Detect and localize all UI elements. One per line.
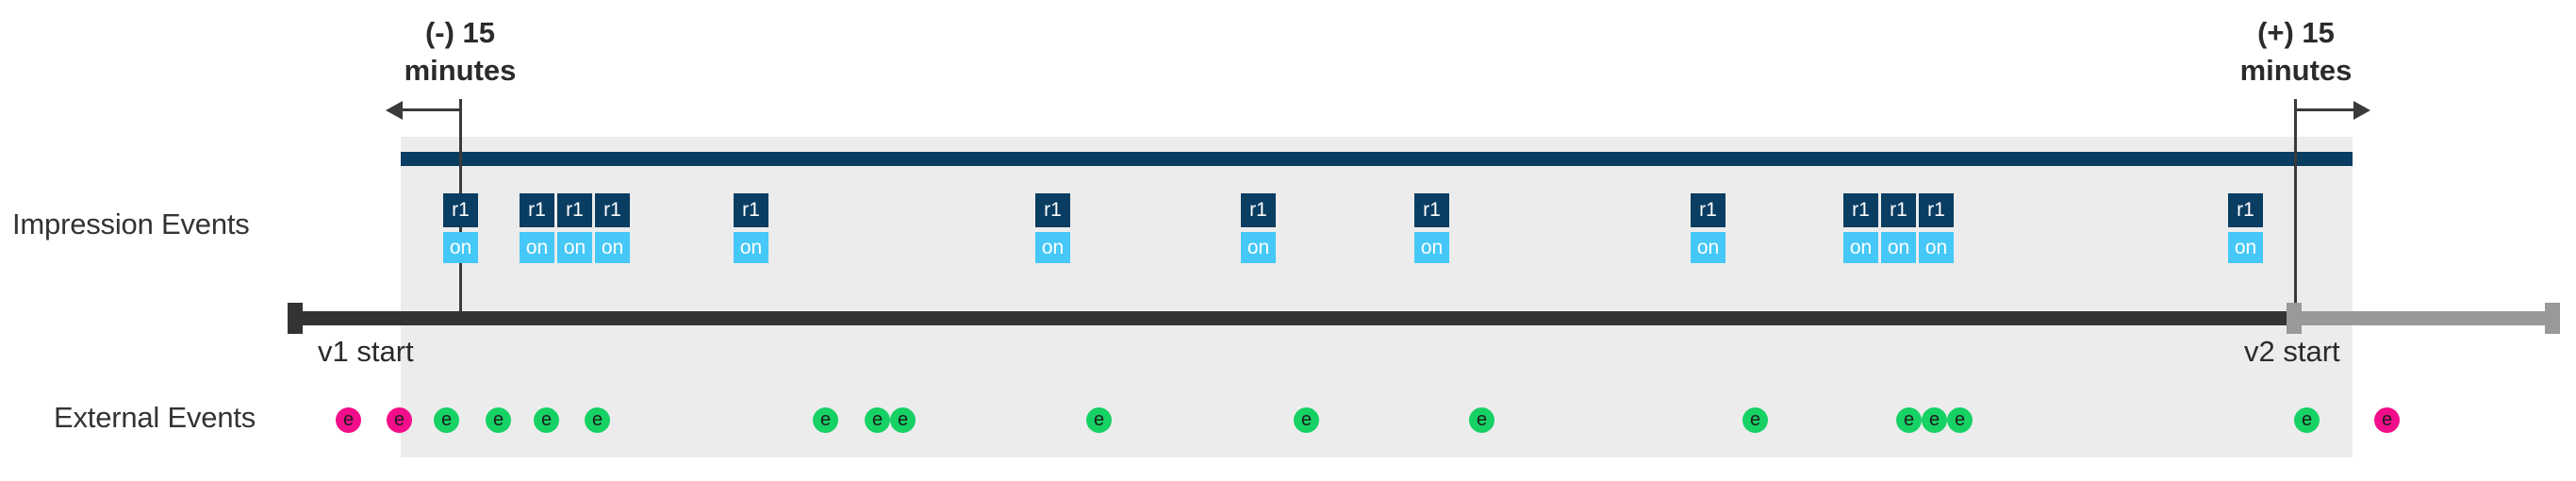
impression-state-badge: on: [1843, 232, 1878, 263]
impression-state-badge: on: [1241, 232, 1276, 263]
timeline-v1-caption: v1 start: [318, 335, 414, 368]
external-event-dot[interactable]: e: [1896, 407, 1922, 433]
arrow-left-icon: [386, 101, 403, 120]
impression-ruleset-badge: r1: [1881, 193, 1916, 227]
impression-state-badge: on: [520, 232, 554, 263]
impression-state-badge: on: [1414, 232, 1449, 263]
plus-15-minutes-annotation: (+) 15 minutes: [2188, 14, 2404, 89]
impression-ruleset-badge: r1: [734, 193, 768, 227]
external-event-dot[interactable]: e: [1742, 407, 1768, 433]
impression-state-badge: on: [557, 232, 592, 263]
impression-ruleset-badge: r1: [595, 193, 630, 227]
arrow-right-icon: [2353, 101, 2370, 120]
minus-15-arrow: [386, 99, 461, 120]
external-event-dot[interactable]: e: [486, 407, 511, 433]
minus-15-line1: (-) 15: [424, 16, 496, 49]
external-event-dot[interactable]: e: [813, 407, 838, 433]
impression-state-badge: on: [1035, 232, 1070, 263]
impression-state-badge: on: [595, 232, 630, 263]
plus-15-marker-line: [2294, 99, 2297, 321]
external-event-dot[interactable]: e: [1469, 407, 1494, 433]
impression-event[interactable]: r1 on: [557, 193, 592, 263]
plus-15-arrow: [2295, 99, 2370, 120]
timeline-v2-caption: v2 start: [2244, 335, 2340, 368]
impression-event[interactable]: r1 on: [595, 193, 630, 263]
impression-ruleset-badge: r1: [2228, 193, 2263, 227]
external-event-dot[interactable]: e: [890, 407, 916, 433]
plus-15-line1: (+) 15: [2257, 16, 2335, 49]
timeline-v1: [288, 303, 2302, 334]
impression-event[interactable]: r1 on: [1414, 193, 1449, 263]
external-event-dot[interactable]: e: [2374, 407, 2400, 433]
external-event-dot[interactable]: e: [534, 407, 559, 433]
impression-state-badge: on: [1919, 232, 1954, 263]
external-event-dot[interactable]: e: [1947, 407, 1973, 433]
impression-ruleset-badge: r1: [1414, 193, 1449, 227]
impression-ruleset-badge: r1: [1241, 193, 1276, 227]
impression-ruleset-badge: r1: [1919, 193, 1954, 227]
external-event-dot[interactable]: e: [2294, 407, 2320, 433]
plus-15-line2: minutes: [2239, 53, 2353, 87]
external-events-row-label: External Events: [54, 401, 256, 434]
impression-event[interactable]: r1 on: [1881, 193, 1916, 263]
timeline-v2-start-cap: [2287, 303, 2302, 334]
impression-event[interactable]: r1 on: [1035, 193, 1070, 263]
external-event-dot[interactable]: e: [1294, 407, 1319, 433]
impression-state-badge: on: [1881, 232, 1916, 263]
impression-ruleset-badge: r1: [1691, 193, 1726, 227]
external-event-dot[interactable]: e: [585, 407, 610, 433]
timeline-v1-bar: [288, 311, 2302, 325]
impression-event[interactable]: r1 on: [2228, 193, 2263, 263]
timeline-v2: [2287, 303, 2560, 334]
impression-event[interactable]: r1 on: [1919, 193, 1954, 263]
external-event-dot[interactable]: e: [1922, 407, 1947, 433]
impression-ruleset-badge: r1: [557, 193, 592, 227]
impression-event[interactable]: r1 on: [1691, 193, 1726, 263]
external-event-dot[interactable]: e: [434, 407, 459, 433]
impression-event[interactable]: r1 on: [1843, 193, 1878, 263]
impression-ruleset-badge: r1: [1843, 193, 1878, 227]
minus-15-minutes-annotation: (-) 15 minutes: [352, 14, 569, 89]
minus-15-line2: minutes: [404, 53, 517, 87]
impression-event[interactable]: r1 on: [1241, 193, 1276, 263]
external-event-dot[interactable]: e: [387, 407, 412, 433]
impression-state-badge: on: [2228, 232, 2263, 263]
attribution-window-panel: [401, 137, 2353, 457]
impression-state-badge: on: [734, 232, 768, 263]
timeline-v2-end-cap: [2545, 303, 2560, 334]
arrow-shaft: [400, 108, 461, 111]
impression-events-row-label: Impression Events: [12, 207, 250, 240]
impression-event[interactable]: r1 on: [734, 193, 768, 263]
impression-ruleset-badge: r1: [520, 193, 554, 227]
impression-state-badge: on: [1691, 232, 1726, 263]
external-event-dot[interactable]: e: [1086, 407, 1112, 433]
timeline-v2-bar: [2287, 311, 2560, 325]
impression-event[interactable]: r1 on: [443, 193, 478, 263]
impression-state-badge: on: [443, 232, 478, 263]
impression-ruleset-badge: r1: [443, 193, 478, 227]
impression-ruleset-badge: r1: [1035, 193, 1070, 227]
external-event-dot[interactable]: e: [336, 407, 361, 433]
external-event-dot[interactable]: e: [865, 407, 890, 433]
timeline-v1-start-cap: [288, 303, 303, 334]
impression-event[interactable]: r1 on: [520, 193, 554, 263]
arrow-shaft: [2295, 108, 2356, 111]
version-bar: [401, 152, 2353, 166]
